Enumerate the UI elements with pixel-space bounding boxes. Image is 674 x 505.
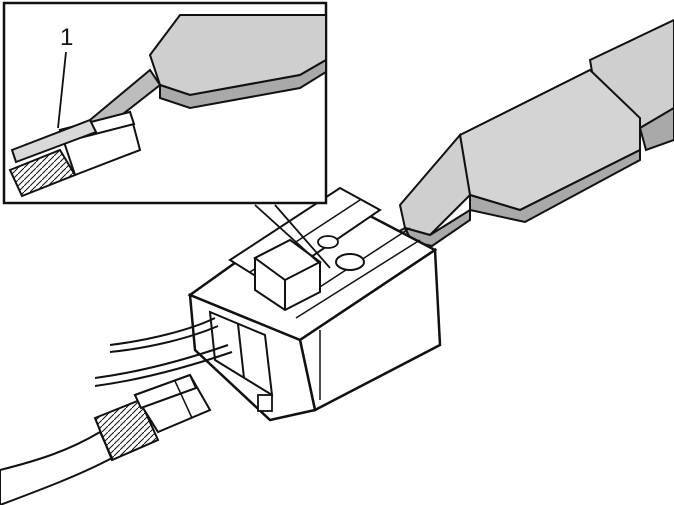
detail-inset [2, 1, 328, 205]
callout-label-1: 1 [60, 24, 74, 51]
wires [94, 317, 233, 387]
terminal-main [0, 373, 212, 505]
connector-housing [187, 186, 442, 422]
callout-leaders [254, 204, 331, 269]
